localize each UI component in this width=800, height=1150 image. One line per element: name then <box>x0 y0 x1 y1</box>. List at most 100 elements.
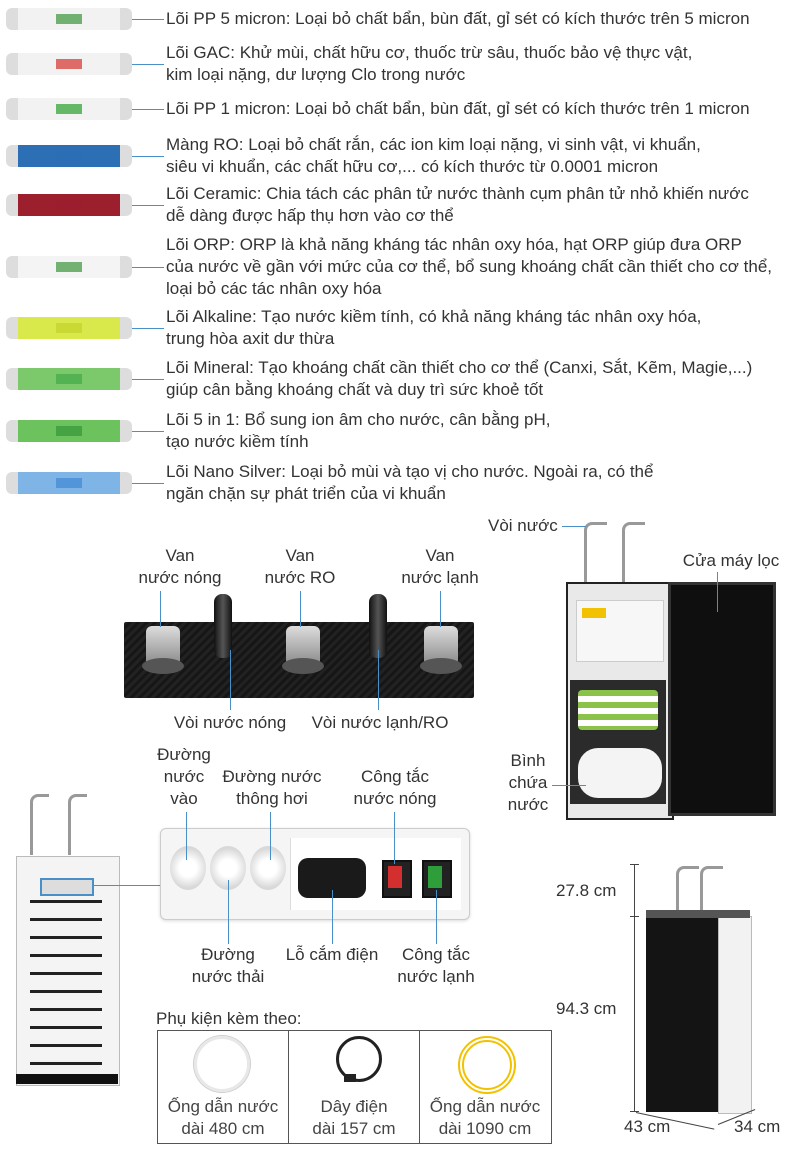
drain-label: Đường nước thải <box>191 945 265 986</box>
cold-ro-tap-label: Vòi nước lạnh/RO <box>311 713 449 732</box>
filter-cartridge-icon <box>6 420 132 442</box>
accessory-caption-3: Ống dẫn nước dài 1090 cm <box>429 1097 541 1138</box>
water-tube-480-icon <box>194 1036 250 1092</box>
cabinet-faucet-left <box>584 522 607 583</box>
dim-width-label: 43 cm <box>624 1117 671 1136</box>
filter-description: Lõi Ceramic: Chia tách các phân tử nước … <box>166 184 749 225</box>
dim-unit-side <box>718 916 752 1114</box>
filter-leader-line <box>132 328 164 329</box>
cold-valve-leader <box>440 591 441 627</box>
filter-leader-line <box>132 64 164 65</box>
hot-valve-leader <box>160 591 161 627</box>
cold-switch-leader <box>436 890 437 944</box>
back-panel-leader <box>92 885 160 886</box>
filter-cartridge-icon <box>6 368 132 390</box>
dim-top-label: 27.8 cm <box>556 881 617 900</box>
cabinet-tank <box>578 748 662 798</box>
cold-ro-tap-leader <box>378 650 379 710</box>
filter-description: Lõi PP 5 micron: Loại bỏ chất bẩn, bùn đ… <box>166 9 750 28</box>
accessories-table <box>157 1030 552 1144</box>
water-in-label: Đường nước vào <box>157 745 211 808</box>
vent-port <box>250 846 286 890</box>
dim-faucet-right <box>700 866 723 919</box>
filter-leader-line <box>132 431 164 432</box>
cold-tap-body <box>369 594 387 658</box>
filter-leader-line <box>132 19 164 20</box>
filter-row: Lõi 5 in 1: Bổ sung ion âm cho nước, cân… <box>0 409 800 453</box>
tank-label: Bình chứa nước <box>507 751 549 814</box>
filter-cartridge-icon <box>6 317 132 339</box>
accessory-caption-1: Ống dẫn nước dài 480 cm <box>167 1097 279 1138</box>
tank-leader <box>552 785 586 786</box>
hot-switch-leader <box>394 812 395 864</box>
filter-leader-line <box>132 205 164 206</box>
back-panel-strip <box>40 878 94 896</box>
filter-row: Lõi PP 5 micron: Loại bỏ chất bẩn, bùn đ… <box>0 8 800 30</box>
filter-row: Màng RO: Loại bỏ chất rắn, các ion kim l… <box>0 134 800 178</box>
dim-height-label: 94.3 cm <box>556 999 617 1018</box>
filter-cartridge-band <box>56 14 82 24</box>
filter-description: Màng RO: Loại bỏ chất rắn, các ion kim l… <box>166 135 701 176</box>
dim-depth-label: 34 cm <box>734 1117 781 1136</box>
hot-switch-label: Công tắc nước nóng <box>353 767 437 808</box>
hot-tap-body <box>214 594 232 658</box>
accessories-title: Phụ kiện kèm theo: <box>156 1009 302 1028</box>
ro-valve-base <box>282 658 324 674</box>
filter-leader-line <box>132 109 164 110</box>
filter-description: Lõi Mineral: Tạo khoáng chất cần thiết c… <box>166 358 753 399</box>
filter-row: Lõi ORP: ORP là khả năng kháng tác nhân … <box>0 234 800 300</box>
vent-label: Đường nước thông hơi <box>222 767 322 808</box>
filter-leader-line <box>132 267 164 268</box>
filter-description: Lõi PP 1 micron: Loại bỏ chất bẩn, bùn đ… <box>166 99 750 118</box>
filter-cartridge-band <box>56 374 82 384</box>
hot-tap-leader <box>230 650 231 710</box>
cabinet-yellow-label <box>582 608 606 618</box>
vent-leader <box>270 812 271 860</box>
power-socket-leader <box>332 890 333 944</box>
filter-cartridge-icon <box>6 8 132 30</box>
dim-tick-top <box>630 864 639 865</box>
faucet-label: Vòi nước <box>488 516 558 535</box>
valve-panel <box>124 594 474 698</box>
cold-valve-label: Van nước lạnh <box>401 546 479 587</box>
filter-cartridge-icon <box>6 256 132 278</box>
hot-switch-rocker <box>388 866 402 888</box>
cold-switch-label: Công tắc nước lạnh <box>397 945 475 986</box>
filter-cartridge-icon <box>6 98 132 120</box>
cabinet-door <box>668 582 776 816</box>
cold-switch-rocker <box>428 866 442 888</box>
ro-valve-label: Van nước RO <box>264 546 336 587</box>
filter-cartridge-band <box>56 59 82 69</box>
hot-valve-label: Van nước nóng <box>138 546 222 587</box>
door-label: Cửa máy lọc <box>682 551 780 570</box>
door-leader <box>717 572 718 612</box>
water-in-leader <box>186 812 187 860</box>
cold-valve-base <box>420 658 462 674</box>
filter-leader-line <box>132 156 164 157</box>
filter-row: Lõi Mineral: Tạo khoáng chất cần thiết c… <box>0 357 800 401</box>
filter-leader-line <box>132 483 164 484</box>
filter-cartridge-band <box>56 151 82 161</box>
filter-description: Lõi GAC: Khử mùi, chất hữu cơ, thuốc trừ… <box>166 43 693 84</box>
filter-cartridge-icon <box>6 194 132 216</box>
filter-leader-line <box>132 379 164 380</box>
dim-unit-front <box>646 916 718 1112</box>
filter-cartridge-icon <box>6 53 132 75</box>
filter-cartridge-band <box>56 262 82 272</box>
dim-vertical-axis <box>634 864 635 1112</box>
filter-row: Lõi PP 1 micron: Loại bỏ chất bẩn, bùn đ… <box>0 98 800 120</box>
filter-cartridge-band <box>56 104 82 114</box>
cabinet-filters <box>578 690 658 730</box>
filter-cartridge-icon <box>6 145 132 167</box>
back-condenser-coil <box>30 900 102 1070</box>
power-plug-icon <box>344 1074 356 1082</box>
back-faucet-right <box>68 794 87 855</box>
filter-row: Lõi Nano Silver: Loại bỏ mùi và tạo vị c… <box>0 461 800 505</box>
filter-row: Lõi GAC: Khử mùi, chất hữu cơ, thuốc trừ… <box>0 42 800 86</box>
filter-cartridge-band <box>56 426 82 436</box>
power-cord-icon <box>336 1036 382 1082</box>
filter-cartridge-band <box>56 478 82 488</box>
filter-description: Lõi Nano Silver: Loại bỏ mùi và tạo vị c… <box>166 462 654 503</box>
water-in-port <box>170 846 206 890</box>
hot-tap-label: Vòi nước nóng <box>173 713 287 732</box>
